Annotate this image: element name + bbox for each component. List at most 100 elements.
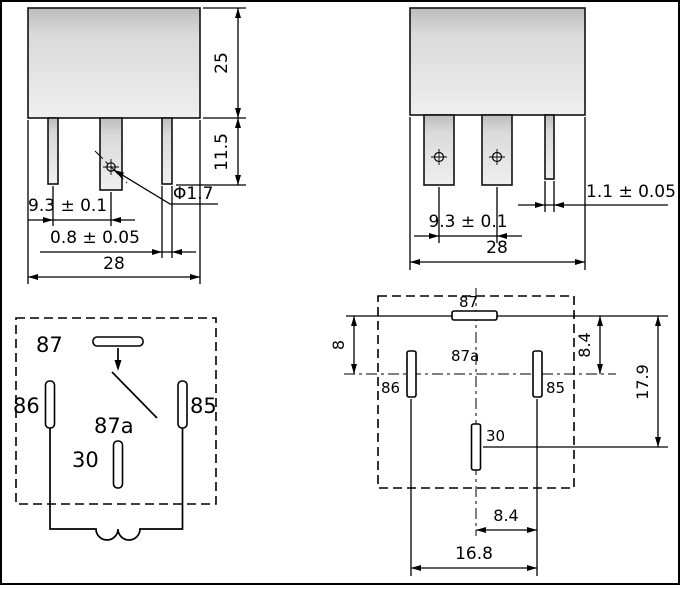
arrowhead [411,565,421,571]
pin-87-label: 87 [36,333,63,357]
dim-label: 11.5 [212,133,232,171]
pin-87a-label: 87a [94,414,134,438]
pin-87-label: 87 [459,293,478,311]
pin-87a-label: 87a [451,347,479,365]
dim-label: 8.4 [575,332,594,357]
arrowhead [655,437,661,447]
dim-label: 8 [329,340,348,350]
arrowhead [655,316,661,326]
pin-wide-left [423,114,455,186]
dimension-lines [346,315,452,374]
pin-86-terminal [44,380,56,429]
dim-label: 9.3 ± 0.1 [28,196,107,216]
front-view: 25 11.5 9.3 ± 0.1 Φ1.7 0.8 ± 0.05 [27,7,246,284]
schematic-view: 87 87a 30 86 85 [13,317,217,541]
pin-86-label: 86 [13,394,40,418]
pin-right [161,117,173,185]
dim-label: 16.8 [455,544,493,564]
dim-label: 8.4 [493,506,518,525]
arrowhead [575,259,585,265]
pin-middle [99,117,123,191]
arrowhead [235,108,241,118]
dim-body-width-side: 28 [409,117,586,270]
dim-body-width: 28 [27,120,201,284]
dimension-lines [410,399,537,576]
arrowhead [235,8,241,18]
dimension-lines [483,316,668,448]
dim-right-upper: 8.4 [497,315,668,374]
arrowhead [527,527,537,533]
pin-85-pad [532,350,543,398]
dim-pin-pitch-side: 9.3 ± 0.1 [414,187,522,243]
arrowhead [28,274,38,280]
dimension-lines [476,399,538,576]
relay-body-side [409,7,586,116]
relay-body-front [27,7,201,119]
arrowhead [235,175,241,185]
pin-86-label: 86 [381,379,400,397]
arrowhead [429,233,439,239]
dim-label: 9.3 ± 0.1 [428,212,507,232]
pin-86-pad [406,350,417,398]
arrowhead [111,217,121,223]
hole-crosshairs [431,149,505,165]
pin-87-pad [451,310,498,321]
dim-label: 1.1 ± 0.05 [586,182,676,202]
dim-label: 17.9 [633,364,652,400]
arrowhead [172,249,182,255]
dim-pin-pitch: 9.3 ± 0.1 [28,186,135,226]
arrowhead [351,364,357,374]
arrowhead [351,316,357,326]
side-view: 1.1 ± 0.05 9.3 ± 0.1 28 [409,7,676,270]
arrowhead [410,259,420,265]
arrowhead [597,316,603,326]
dim-body-height: 25 [203,7,246,119]
dimension-lines [176,118,246,186]
arrowhead [235,118,241,128]
bottom-view: 87 87a 86 85 30 8 8.4 17.9 [329,288,668,576]
arrowhead [476,527,486,533]
pin-85-terminal [177,380,188,429]
leader-line [113,169,218,205]
dim-pin-thickness-side: 1.1 ± 0.05 [518,181,676,212]
arrowhead [554,202,564,208]
arrowhead [114,360,122,371]
arrowhead [497,233,507,239]
dim-right-total: 17.9 [483,316,668,448]
dim-86-to-85: 16.8 [410,399,537,576]
dim-label: Φ1.7 [173,184,213,204]
pin-85-label: 85 [190,394,217,418]
pin-30-label: 30 [72,448,99,472]
pin-85-label: 85 [546,379,565,397]
hole-centerline [94,150,128,184]
pin-left [47,117,59,185]
dim-left-offset: 8 [329,315,452,374]
dim-label: 28 [103,254,125,274]
arrowhead [190,274,200,280]
dim-label: 25 [212,52,232,74]
coil [49,428,184,541]
dim-label: 28 [486,238,508,258]
pin-30-pad [470,423,482,471]
dim-hole-diameter: Φ1.7 [113,169,218,205]
arrowhead [527,565,537,571]
arrowhead [114,170,125,178]
dim-pin-height: 11.5 [176,118,246,186]
arrowhead [535,202,545,208]
dim-pin-thickness: 0.8 ± 0.05 [40,186,196,258]
pin-30-label: 30 [486,427,505,445]
dimension-lines [40,186,196,258]
switch-blade [111,371,158,419]
dimension-lines [203,7,246,119]
arrowhead [597,364,603,374]
arrowhead [152,249,162,255]
dimension-lines [409,117,586,270]
arrowhead [43,217,53,223]
dim-30-to-85: 8.4 [476,399,538,576]
pin-30-terminal [112,440,124,489]
pin-87-terminal [92,336,144,347]
pin-narrow [544,114,555,180]
